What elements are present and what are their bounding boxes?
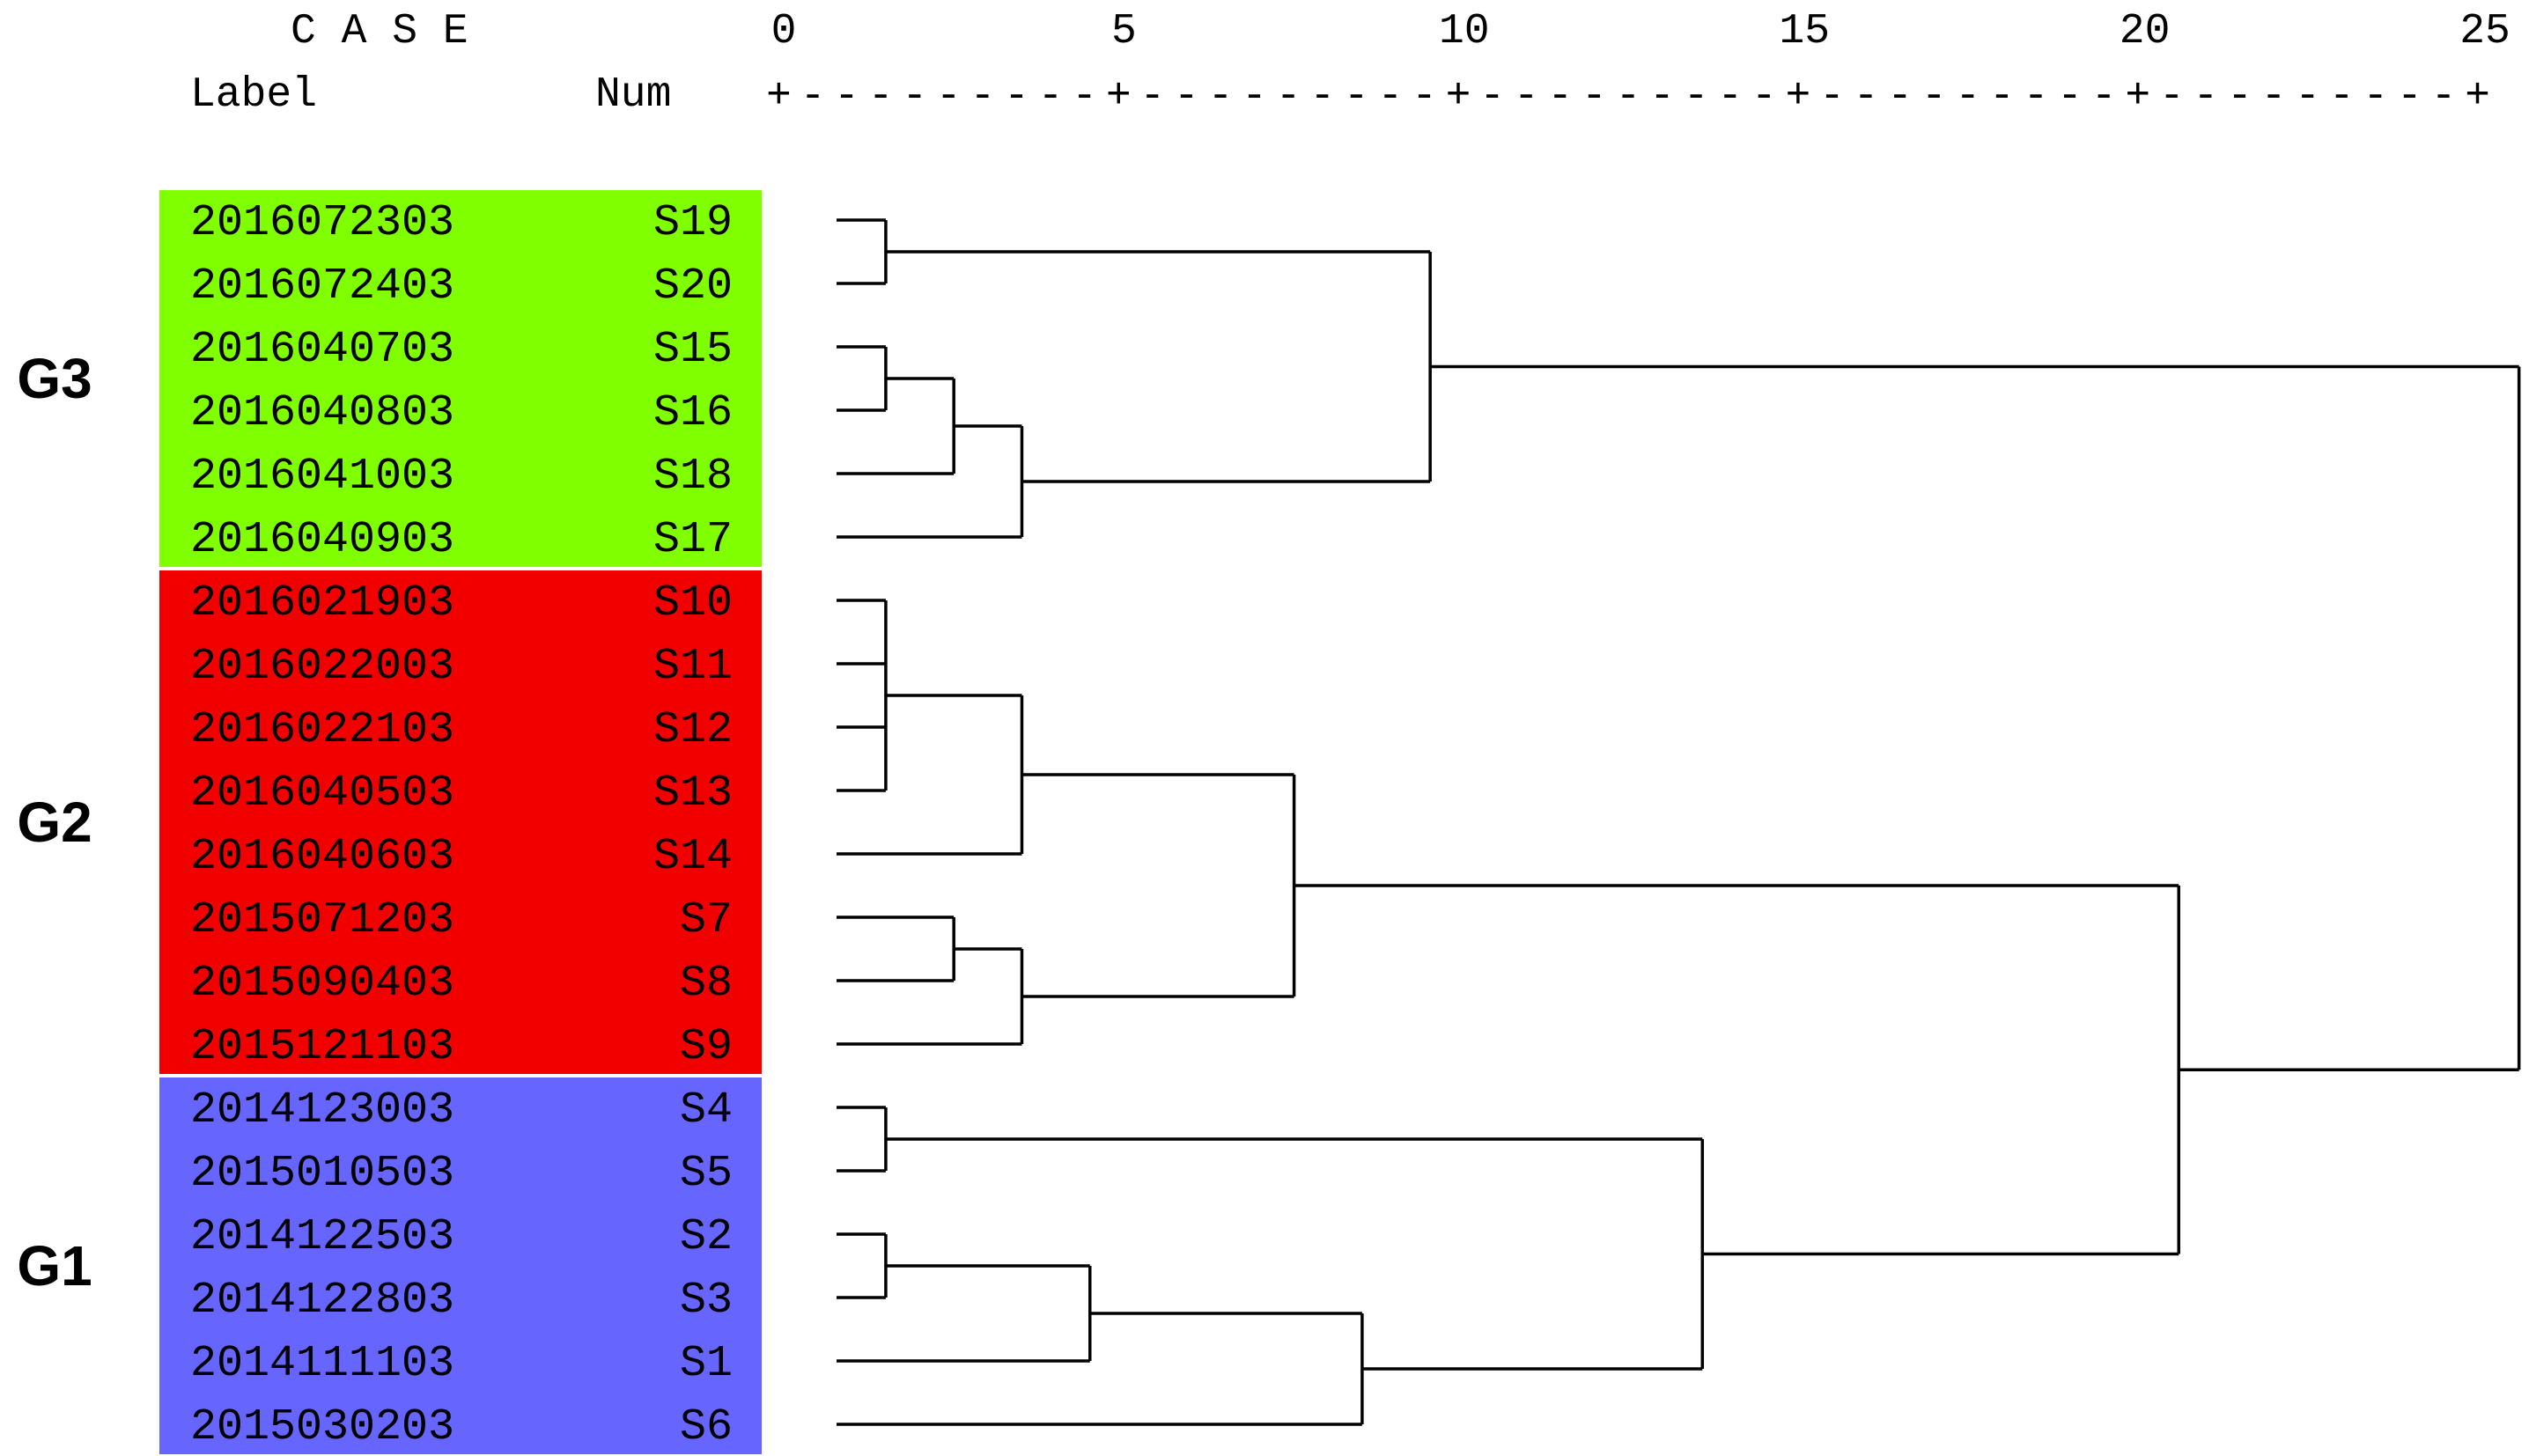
case-num: S11 [653, 642, 733, 692]
case-num: S14 [653, 832, 733, 882]
case-num: S16 [653, 388, 733, 438]
group-band-g2 [159, 570, 762, 1074]
group-label-g3: G3 [17, 347, 92, 410]
case-rows: 2016072303 S19 2016072403 S20 2016040703 S15 2… [190, 198, 733, 1452]
case-label: 2015030203 [190, 1402, 454, 1452]
case-label: 2014122503 [190, 1212, 454, 1262]
case-num: S8 [680, 959, 733, 1009]
axis-tick-label: 15 [1779, 8, 1830, 55]
num-column-heading: Num [595, 71, 671, 119]
scale-rule: +---------+---------+---------+---------… [766, 73, 2490, 121]
case-num: S20 [653, 261, 733, 312]
axis-tick-label: 0 [771, 8, 797, 55]
case-label: 2016072403 [190, 261, 454, 312]
case-num: S15 [653, 325, 733, 375]
dendrogram-header: C A S E Label Num +---------+---------+-… [190, 8, 2490, 121]
case-num: S12 [653, 705, 733, 755]
case-num: S19 [653, 198, 733, 248]
group-label-g2: G2 [17, 791, 92, 854]
case-label: 2016040803 [190, 388, 454, 438]
case-label: 2016040703 [190, 325, 454, 375]
case-label: 2014111103 [190, 1339, 454, 1389]
case-num: S5 [680, 1149, 733, 1199]
case-heading: C A S E [291, 8, 468, 55]
case-label: 2016022003 [190, 642, 454, 692]
case-label: 2015090403 [190, 959, 454, 1009]
group-label-g1: G1 [17, 1234, 92, 1298]
case-num: S2 [680, 1212, 733, 1262]
case-num: S6 [680, 1402, 733, 1452]
case-num: S1 [680, 1339, 733, 1389]
case-num: S18 [653, 452, 733, 502]
case-label: 2016021903 [190, 578, 454, 629]
label-column-heading: Label [190, 71, 317, 119]
axis-tick-label: 25 [2459, 8, 2511, 55]
case-label: 2016041003 [190, 452, 454, 502]
case-num: S3 [680, 1276, 733, 1326]
case-label: 2015121103 [190, 1022, 454, 1072]
axis-tick-label: 10 [1439, 8, 1490, 55]
case-num: S4 [680, 1085, 733, 1136]
case-label: 2014122803 [190, 1276, 454, 1326]
case-label: 2014123003 [190, 1085, 454, 1136]
group-color-bands [159, 190, 762, 1454]
distance-axis: 0 5 10 15 20 25 [771, 8, 2511, 55]
case-label: 2015010503 [190, 1149, 454, 1199]
case-label: 2016022103 [190, 705, 454, 755]
case-label: 2016040603 [190, 832, 454, 882]
case-label: 2016040503 [190, 768, 454, 819]
group-band-g3 [159, 190, 762, 567]
case-num: S17 [653, 515, 733, 565]
group-band-g1 [159, 1077, 762, 1454]
axis-tick-label: 5 [1111, 8, 1137, 55]
case-num: S10 [653, 578, 733, 629]
case-num: S7 [680, 895, 733, 945]
case-label: 2016040903 [190, 515, 454, 565]
case-label: 2016072303 [190, 198, 454, 248]
case-label: 2015071203 [190, 895, 454, 945]
axis-tick-label: 20 [2120, 8, 2171, 55]
dendrogram-tree [837, 218, 2521, 1426]
case-num: S9 [680, 1022, 733, 1072]
case-num: S13 [653, 768, 733, 819]
